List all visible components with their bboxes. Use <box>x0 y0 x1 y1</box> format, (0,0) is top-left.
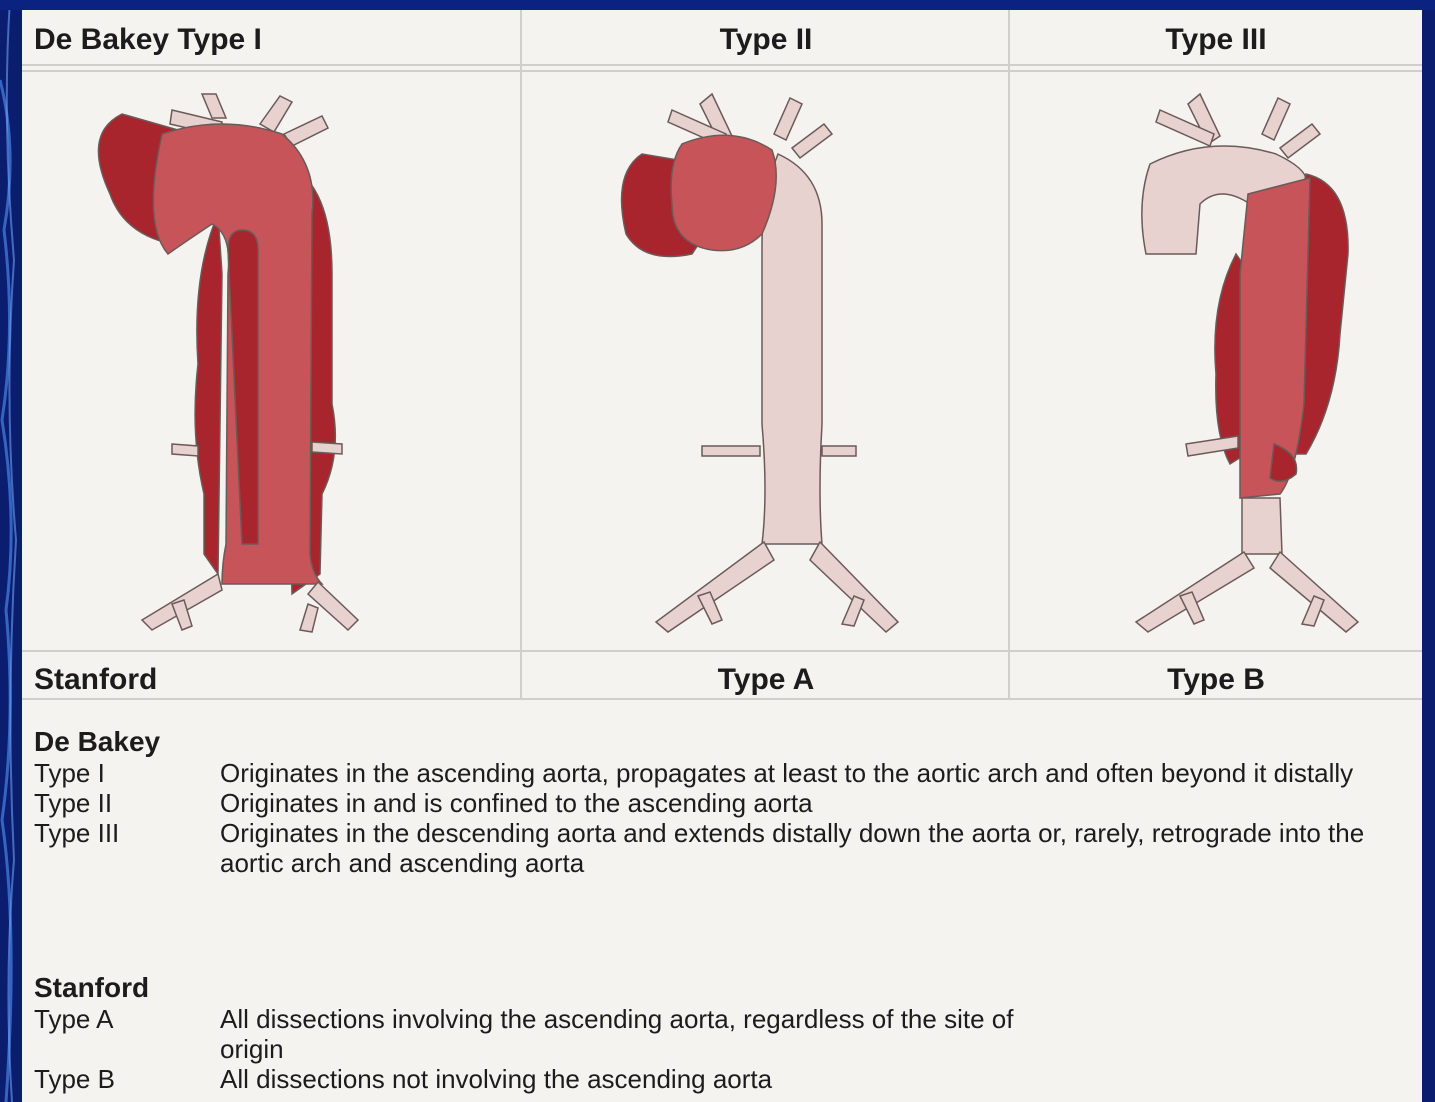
legend-row: Type III Originates in the descending ao… <box>34 818 1410 878</box>
label-type-b: Type B <box>1010 650 1422 704</box>
legend-row: Type I Originates in the ascending aorta… <box>34 758 1410 788</box>
header-type-ii: Type II <box>522 10 1010 64</box>
diagram-type-ii <box>522 74 1008 652</box>
legend-text: All dissections not involving the ascend… <box>220 1064 1410 1094</box>
diagram-type-i <box>22 74 520 652</box>
legend-debakey-title: De Bakey <box>34 726 1410 758</box>
legend-text: Originates in and is confined to the asc… <box>220 788 1410 818</box>
header-debakey-type-i: De Bakey Type I <box>34 10 262 64</box>
legend-row: Type II Originates in and is confined to… <box>34 788 1410 818</box>
diagram-type-iii <box>1010 74 1422 652</box>
header-type-iii: Type III <box>1010 10 1422 64</box>
label-type-a: Type A <box>522 650 1010 704</box>
legend-key: Type A <box>34 1004 220 1064</box>
legend-text: Originates in the descending aorta and e… <box>220 818 1410 878</box>
legend-key: Type B <box>34 1064 220 1094</box>
legend-text: All dissections involving the ascending … <box>220 1004 1060 1064</box>
legend-row: Type B All dissections not involving the… <box>34 1064 1410 1094</box>
header-divider-inner <box>22 70 1422 72</box>
legend-text: Originates in the ascending aorta, propa… <box>220 758 1410 788</box>
header-divider <box>22 64 1422 66</box>
legend-key: Type I <box>34 758 220 788</box>
legend-key: Type III <box>34 818 220 878</box>
label-stanford: Stanford <box>34 650 157 704</box>
legend-row: Type A All dissections involving the asc… <box>34 1004 1410 1064</box>
legend-stanford: Stanford Type A All dissections involvin… <box>34 972 1410 1094</box>
legend-key: Type II <box>34 788 220 818</box>
legend-stanford-title: Stanford <box>34 972 1410 1004</box>
legend-debakey: De Bakey Type I Originates in the ascend… <box>34 726 1410 878</box>
footer-row-divider-bottom <box>22 698 1422 700</box>
classification-figure: De Bakey Type I Type II Type III <box>22 10 1422 1102</box>
